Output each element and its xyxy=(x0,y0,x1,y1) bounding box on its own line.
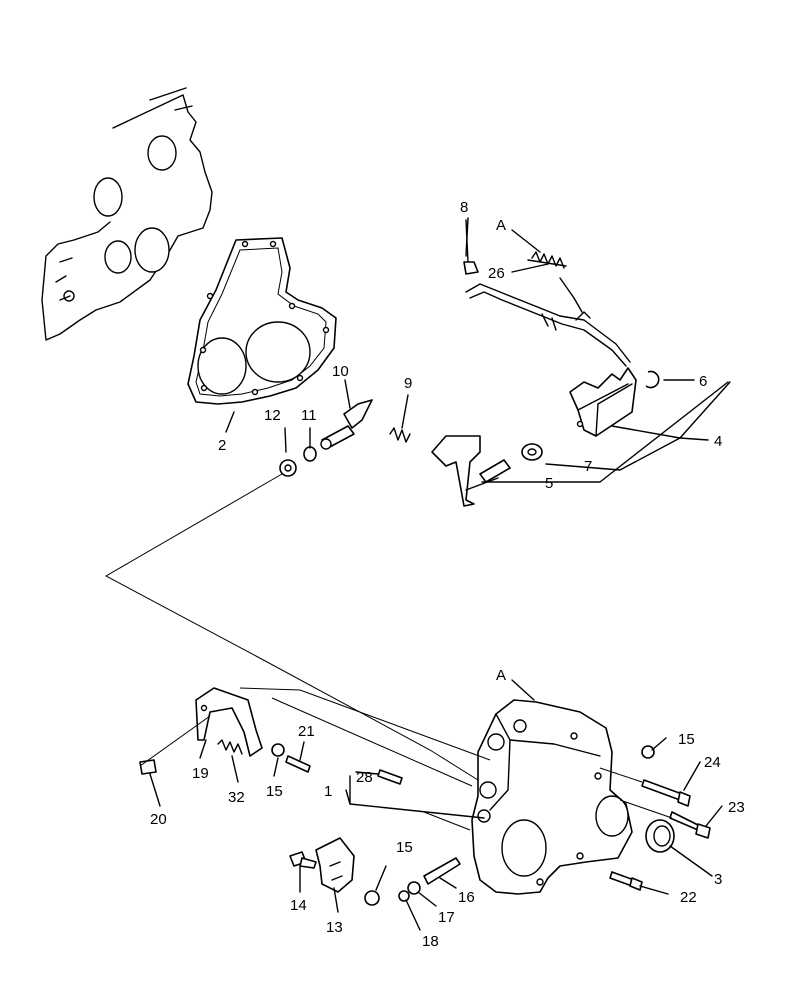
part-26-spring xyxy=(527,251,567,269)
part-18-washer xyxy=(398,890,410,902)
callout-4: 4 xyxy=(714,433,722,450)
callout-9: 9 xyxy=(404,375,412,392)
part-3-oil-seal xyxy=(645,819,675,853)
part-24-bolt xyxy=(641,779,691,807)
part-28-dowel xyxy=(377,769,403,785)
part-14-bolt xyxy=(289,851,317,869)
part-8-screw xyxy=(463,219,479,275)
part-15-nut-lower xyxy=(364,890,380,906)
callout-22: 22 xyxy=(680,889,697,906)
callout-24: 24 xyxy=(704,754,721,771)
callout-1: 1 xyxy=(324,783,332,800)
callout-2: 2 xyxy=(218,437,226,454)
gasket xyxy=(187,237,337,405)
part-21-bolt xyxy=(285,755,311,773)
part-10-shaft xyxy=(320,399,373,450)
timing-cover xyxy=(471,699,633,895)
callout-19: 19 xyxy=(192,765,209,782)
part-32-spring xyxy=(217,739,243,755)
callout-18: 18 xyxy=(422,933,439,950)
callout-11: 11 xyxy=(301,407,317,424)
part-20-bolt xyxy=(139,759,157,775)
part-15-nut-mid xyxy=(271,743,285,757)
callout-5: 5 xyxy=(545,475,553,492)
callout-7: 7 xyxy=(584,458,592,475)
callout-3: 3 xyxy=(714,871,722,888)
callout-23: 23 xyxy=(728,799,745,816)
callout-labels: 2 12 11 10 9 8 A 26 6 4 7 5 A 15 24 23 3… xyxy=(150,199,745,950)
callout-17: 17 xyxy=(438,909,455,926)
part-16-pin xyxy=(423,857,461,885)
callout-12: 12 xyxy=(264,407,281,424)
lever-assembly xyxy=(465,283,637,437)
part-17-washer xyxy=(407,881,421,895)
callout-32: 32 xyxy=(228,789,245,806)
part-11-washer xyxy=(303,446,317,462)
part-19-bracket xyxy=(195,687,263,757)
callout-15-upper: 15 xyxy=(678,731,695,748)
callout-6: 6 xyxy=(699,373,707,390)
callout-21: 21 xyxy=(298,723,315,740)
callout-16: 16 xyxy=(458,889,475,906)
callout-8: 8 xyxy=(460,199,468,216)
part-12-washer xyxy=(279,459,297,477)
part-6-clip xyxy=(645,370,660,389)
callout-20: 20 xyxy=(150,811,167,828)
part-13-bracket xyxy=(315,837,355,893)
part-7-washer xyxy=(521,443,543,461)
part-15-nut-upper xyxy=(641,745,655,759)
part-5-bracket xyxy=(431,435,511,507)
part-22-bolt xyxy=(609,871,643,891)
callout-14: 14 xyxy=(290,897,307,914)
part-9-spring xyxy=(389,427,411,443)
callout-26: 26 xyxy=(488,265,505,282)
ref-a-top: A xyxy=(496,217,506,234)
part-23-bolt xyxy=(669,811,711,839)
callout-13: 13 xyxy=(326,919,343,936)
ref-a-bottom: A xyxy=(496,667,506,684)
leader-lines xyxy=(139,217,731,931)
callout-28: 28 xyxy=(356,769,373,786)
reference-line xyxy=(104,473,479,781)
engine-block xyxy=(41,87,213,341)
callout-15-mid: 15 xyxy=(266,783,283,800)
callout-10: 10 xyxy=(332,363,349,380)
callout-15-lower: 15 xyxy=(396,839,413,856)
